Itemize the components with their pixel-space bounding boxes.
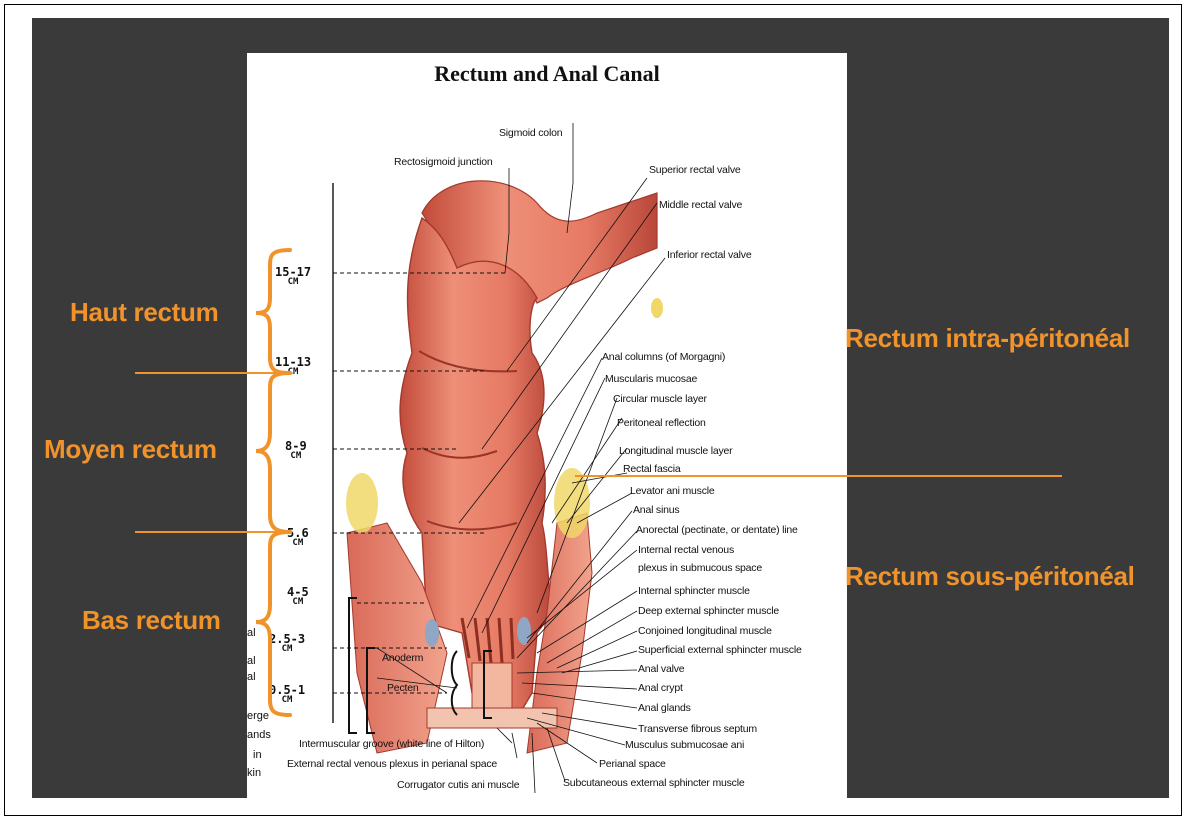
zone-label-bas: Bas rectum [82, 605, 221, 636]
zone-divider-lines [135, 373, 1062, 532]
zone-braces [256, 250, 290, 715]
zone-label-moyen: Moyen rectum [44, 434, 217, 465]
zone-label-haut: Haut rectum [70, 297, 218, 328]
zone-label-intra: Rectum intra-péritonéal [845, 323, 1130, 354]
zone-label-sous: Rectum sous-péritonéal [845, 561, 1135, 592]
